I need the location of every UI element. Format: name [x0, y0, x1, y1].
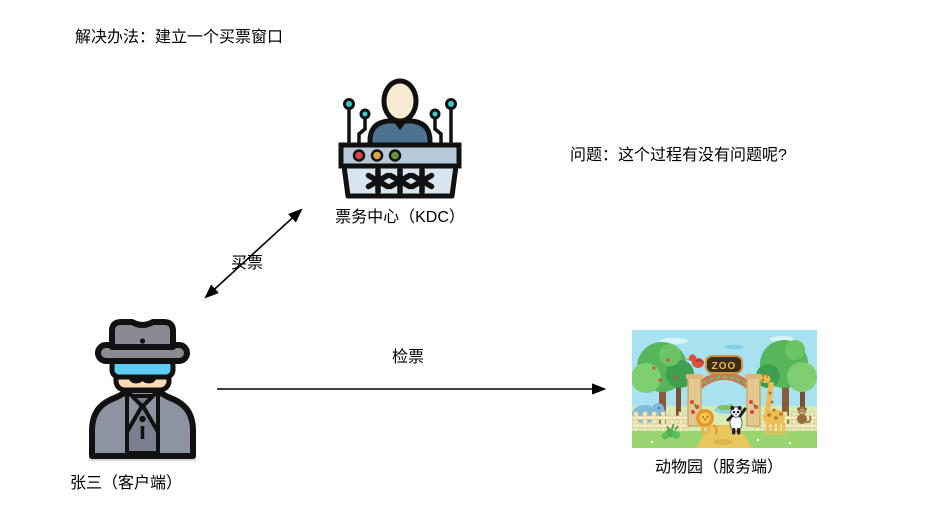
kdc-node-label: 票务中心（KDC）	[335, 209, 465, 226]
spy-button	[139, 415, 146, 423]
client-node-label: 张三（客户端）	[70, 475, 183, 492]
server-node-label: 动物园（服务端）	[655, 459, 784, 476]
check-ticket-edge-label: 检票	[392, 349, 425, 366]
monkey	[797, 406, 812, 424]
walkway-stone	[713, 439, 733, 445]
asterisk-symbols	[365, 167, 435, 195]
antenna-left	[347, 109, 367, 145]
zoo-trees-right	[756, 340, 817, 424]
grass-dots	[650, 438, 792, 445]
panda	[726, 406, 747, 435]
spy-lapel-right	[141, 389, 160, 434]
status-lights	[352, 149, 402, 162]
clerk-collar	[393, 121, 407, 130]
pillar-flowers	[690, 400, 758, 414]
clerk-face	[381, 78, 419, 124]
antenna-right	[433, 109, 453, 145]
ticket-clerk-icon	[338, 78, 462, 199]
spy-icon	[89, 319, 196, 461]
antenna-nodes	[343, 98, 457, 120]
spy-hat-dot	[139, 338, 146, 344]
buy-ticket-edge-label: 买票	[231, 255, 264, 272]
giraffe	[760, 373, 786, 435]
bush	[661, 423, 680, 440]
zoo-illustration: ZOO	[632, 330, 817, 448]
solution-title: 解决办法：建立一个买票窗口	[75, 29, 284, 46]
gate-pillar-right	[746, 377, 761, 427]
zoo-sign-text: ZOO	[712, 361, 737, 372]
clerk-shirt	[367, 118, 433, 148]
zoo-sign	[705, 355, 743, 374]
lion	[696, 409, 718, 435]
spy-mustache	[129, 374, 156, 384]
red-bird	[685, 354, 704, 368]
zoo-trees-left	[632, 342, 694, 427]
question-text: 问题：这个过程有没有问题呢?	[570, 147, 787, 164]
spy-lapel-left	[125, 389, 144, 434]
spy-hat-crown	[109, 319, 176, 350]
